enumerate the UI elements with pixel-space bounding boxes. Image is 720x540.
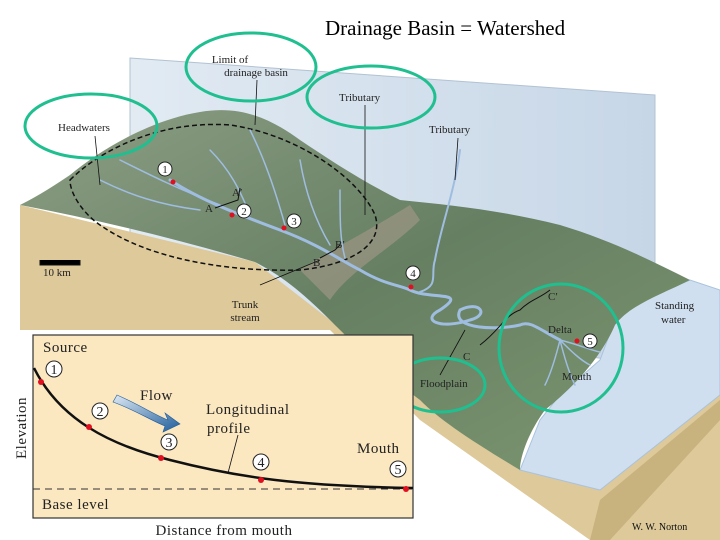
profile-point-3: 3: [158, 433, 178, 461]
block-point-5: 5: [574, 333, 598, 349]
delta-highlight: [497, 282, 625, 414]
profile-label-line2: profile: [207, 421, 250, 437]
limit-label-line1: Limit of: [212, 54, 249, 66]
headwaters-label: Headwaters: [58, 122, 110, 134]
block-point-1: 1: [157, 161, 176, 185]
section-a-prime-label: A′: [232, 187, 242, 199]
tributary-label-2: Tributary: [429, 124, 471, 136]
flow-label: Flow: [140, 388, 173, 404]
profile-label-line1: Longitudinal: [206, 402, 290, 418]
sediment-block: [20, 205, 720, 540]
svg-text:2: 2: [241, 206, 247, 218]
leader-lines: [94, 79, 466, 376]
profile-point-2: 2: [86, 402, 109, 430]
terrain-surface: [20, 110, 690, 471]
drainage-basin-limit: [69, 123, 378, 271]
source-label: Source: [43, 340, 88, 356]
section-b-prime-label: B′: [335, 239, 345, 251]
floodplain-label: Floodplain: [420, 378, 468, 390]
delta-label: Delta: [548, 324, 572, 336]
credit: W. W. Norton: [632, 522, 687, 533]
standing-water-label-line2: water: [661, 314, 686, 326]
scale-bar: [39, 260, 81, 266]
limit-label-line2: drainage basin: [224, 67, 288, 79]
mouth-label: Mouth: [562, 371, 592, 383]
distance-axis-label: Distance from mouth: [156, 523, 293, 539]
section-lines: [214, 187, 551, 346]
standing-water-label-line1: Standing: [655, 300, 695, 312]
scale-label: 10 km: [43, 267, 71, 279]
flow-arrow-icon: [112, 394, 181, 433]
svg-text:4: 4: [410, 268, 416, 280]
tributary-highlight: [305, 64, 437, 130]
profile-point-5: 5: [389, 460, 409, 492]
tributary-label-1: Tributary: [339, 92, 381, 104]
section-c-label: C: [463, 351, 470, 363]
section-b-label: B: [313, 257, 320, 269]
page-title: Drainage Basin = Watershed: [325, 16, 566, 40]
svg-text:2: 2: [97, 405, 104, 420]
profile-point-4: 4: [252, 453, 270, 483]
trunk-stream-label-line2: stream: [230, 312, 260, 324]
section-c-prime-label: C′: [548, 291, 558, 303]
section-a-label: A: [205, 203, 213, 215]
block-point-4: 4: [405, 265, 421, 290]
svg-text:1: 1: [51, 363, 58, 378]
longitudinal-profile-inset: Source Flow Longitudinal profile Mouth B…: [14, 334, 414, 539]
headwaters-highlight: [23, 92, 159, 160]
base-level-label: Base level: [42, 497, 109, 513]
inset-mouth-label: Mouth: [357, 441, 400, 457]
block-point-3: 3: [281, 213, 302, 231]
block-point-2: 2: [229, 203, 252, 219]
svg-text:1: 1: [162, 164, 168, 176]
elevation-axis-label: Elevation: [14, 397, 30, 459]
svg-text:3: 3: [291, 216, 297, 228]
trunk-stream-label-line1: Trunk: [232, 299, 259, 311]
block-side: [590, 400, 720, 540]
limit-highlight: [184, 31, 318, 103]
svg-text:5: 5: [587, 336, 593, 348]
svg-text:5: 5: [395, 463, 402, 478]
svg-text:4: 4: [258, 456, 265, 471]
profile-point-1: 1: [38, 360, 63, 385]
svg-text:3: 3: [166, 436, 173, 451]
profile-curve: [32, 367, 414, 490]
